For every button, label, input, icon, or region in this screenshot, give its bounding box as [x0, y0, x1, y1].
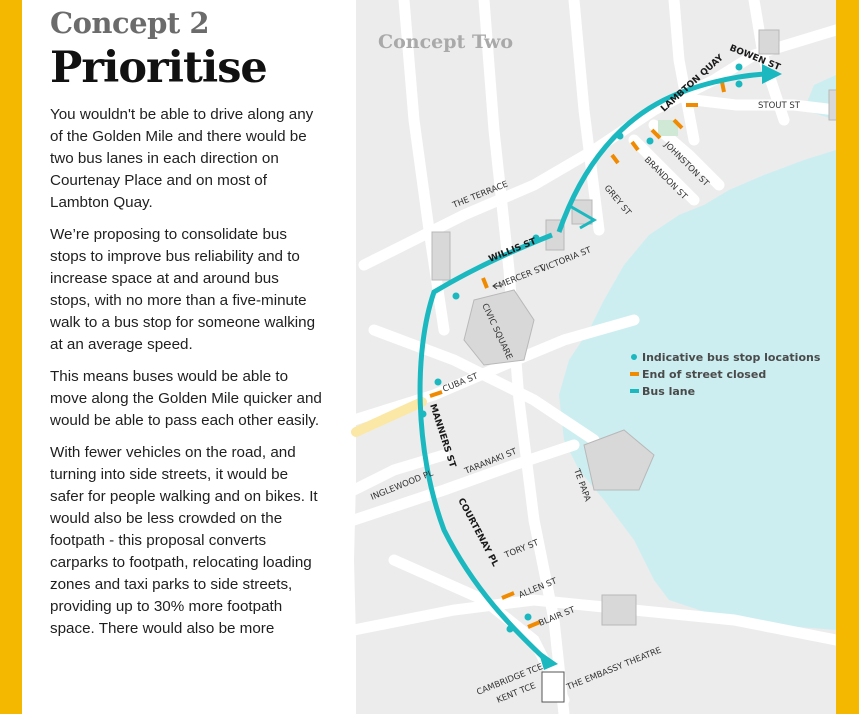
road-vertical-right [568, 0, 605, 236]
bus-lane-courtenay [417, 232, 553, 662]
route-south-arrow-icon [538, 650, 558, 670]
bus-lane-spur [567, 203, 598, 230]
building-embassy [541, 671, 565, 703]
closed-johnston [672, 118, 684, 130]
legend-bus-stop-label: Indicative bus stop locations [642, 351, 821, 364]
route-end-arrow-icon [762, 64, 782, 84]
paragraph-2: We’re proposing to consolidate bus stops… [50, 226, 316, 353]
building-bowen [758, 29, 780, 55]
bus-stop [419, 410, 427, 418]
building-te-papa [583, 429, 655, 491]
paragraph-1: You wouldn't be able to drive along any … [50, 106, 314, 211]
closed-bowen [720, 81, 726, 93]
buildings [431, 29, 836, 703]
building-civic-square [463, 289, 535, 366]
building-waterfront [601, 594, 637, 626]
road-vertical-mid [478, 0, 570, 714]
paragraph-4: With fewer vehicles on the road, and tur… [50, 444, 318, 637]
page-title: Prioritise [50, 43, 268, 93]
text-column: Concept 2 Prioritise You wouldn't be abl… [50, 0, 322, 650]
content-panel: Concept 2 Prioritise You wouldn't be abl… [22, 0, 836, 714]
road-stout [688, 94, 836, 116]
building-willis-tower [431, 231, 451, 281]
map-svg: Concept Two BOWEN ST LAMBTON QUAY STOUT … [334, 0, 836, 714]
map-title: Concept Two [378, 31, 513, 53]
arrow-left-icon [492, 282, 502, 290]
legend-street-closed-label: End of street closed [642, 368, 766, 381]
closed-grey [610, 153, 620, 165]
label-stout-st: STOUT ST [758, 101, 801, 111]
bus-stop [735, 80, 743, 88]
concept-map: Concept Two BOWEN ST LAMBTON QUAY STOUT … [334, 0, 836, 714]
bus-stop [524, 613, 532, 621]
paragraph-3: This means buses would be able to move a… [50, 368, 322, 429]
green-space [658, 120, 678, 136]
road-diagonal [368, 324, 600, 446]
legend-street-closed-icon [630, 372, 639, 376]
closed-brandon-b [630, 140, 640, 152]
legend-bus-lane-icon [630, 389, 639, 393]
map-legend: Indicative bus stop locations End of str… [630, 351, 821, 398]
cuba-mall [351, 397, 427, 437]
harbour-water [559, 150, 836, 630]
bus-stop [452, 292, 460, 300]
road-lower [348, 439, 580, 526]
bus-stop [532, 234, 540, 242]
road-vertical-far [668, 0, 700, 146]
building-stout [828, 89, 836, 121]
road-brandon [628, 134, 700, 206]
closed-brandon-a [650, 128, 662, 140]
bus-stop [646, 137, 654, 145]
closed-blair [527, 620, 541, 629]
closed-mercer [481, 277, 489, 289]
concept-number: Concept 2 [50, 6, 210, 40]
road-bottom [348, 594, 836, 646]
legend-bus-stop-icon [631, 354, 637, 360]
bus-stop [735, 63, 743, 71]
bus-stop [616, 132, 624, 140]
bus-stop [434, 378, 442, 386]
closed-cuba [429, 390, 443, 398]
legend-bus-lane-label: Bus lane [642, 385, 695, 398]
closed-allen [501, 591, 515, 600]
bus-lane-lambton [556, 71, 765, 233]
road-network [348, 0, 836, 714]
bus-stop [506, 625, 514, 633]
street-closed-markers [429, 81, 726, 629]
bus-stops [419, 63, 743, 633]
